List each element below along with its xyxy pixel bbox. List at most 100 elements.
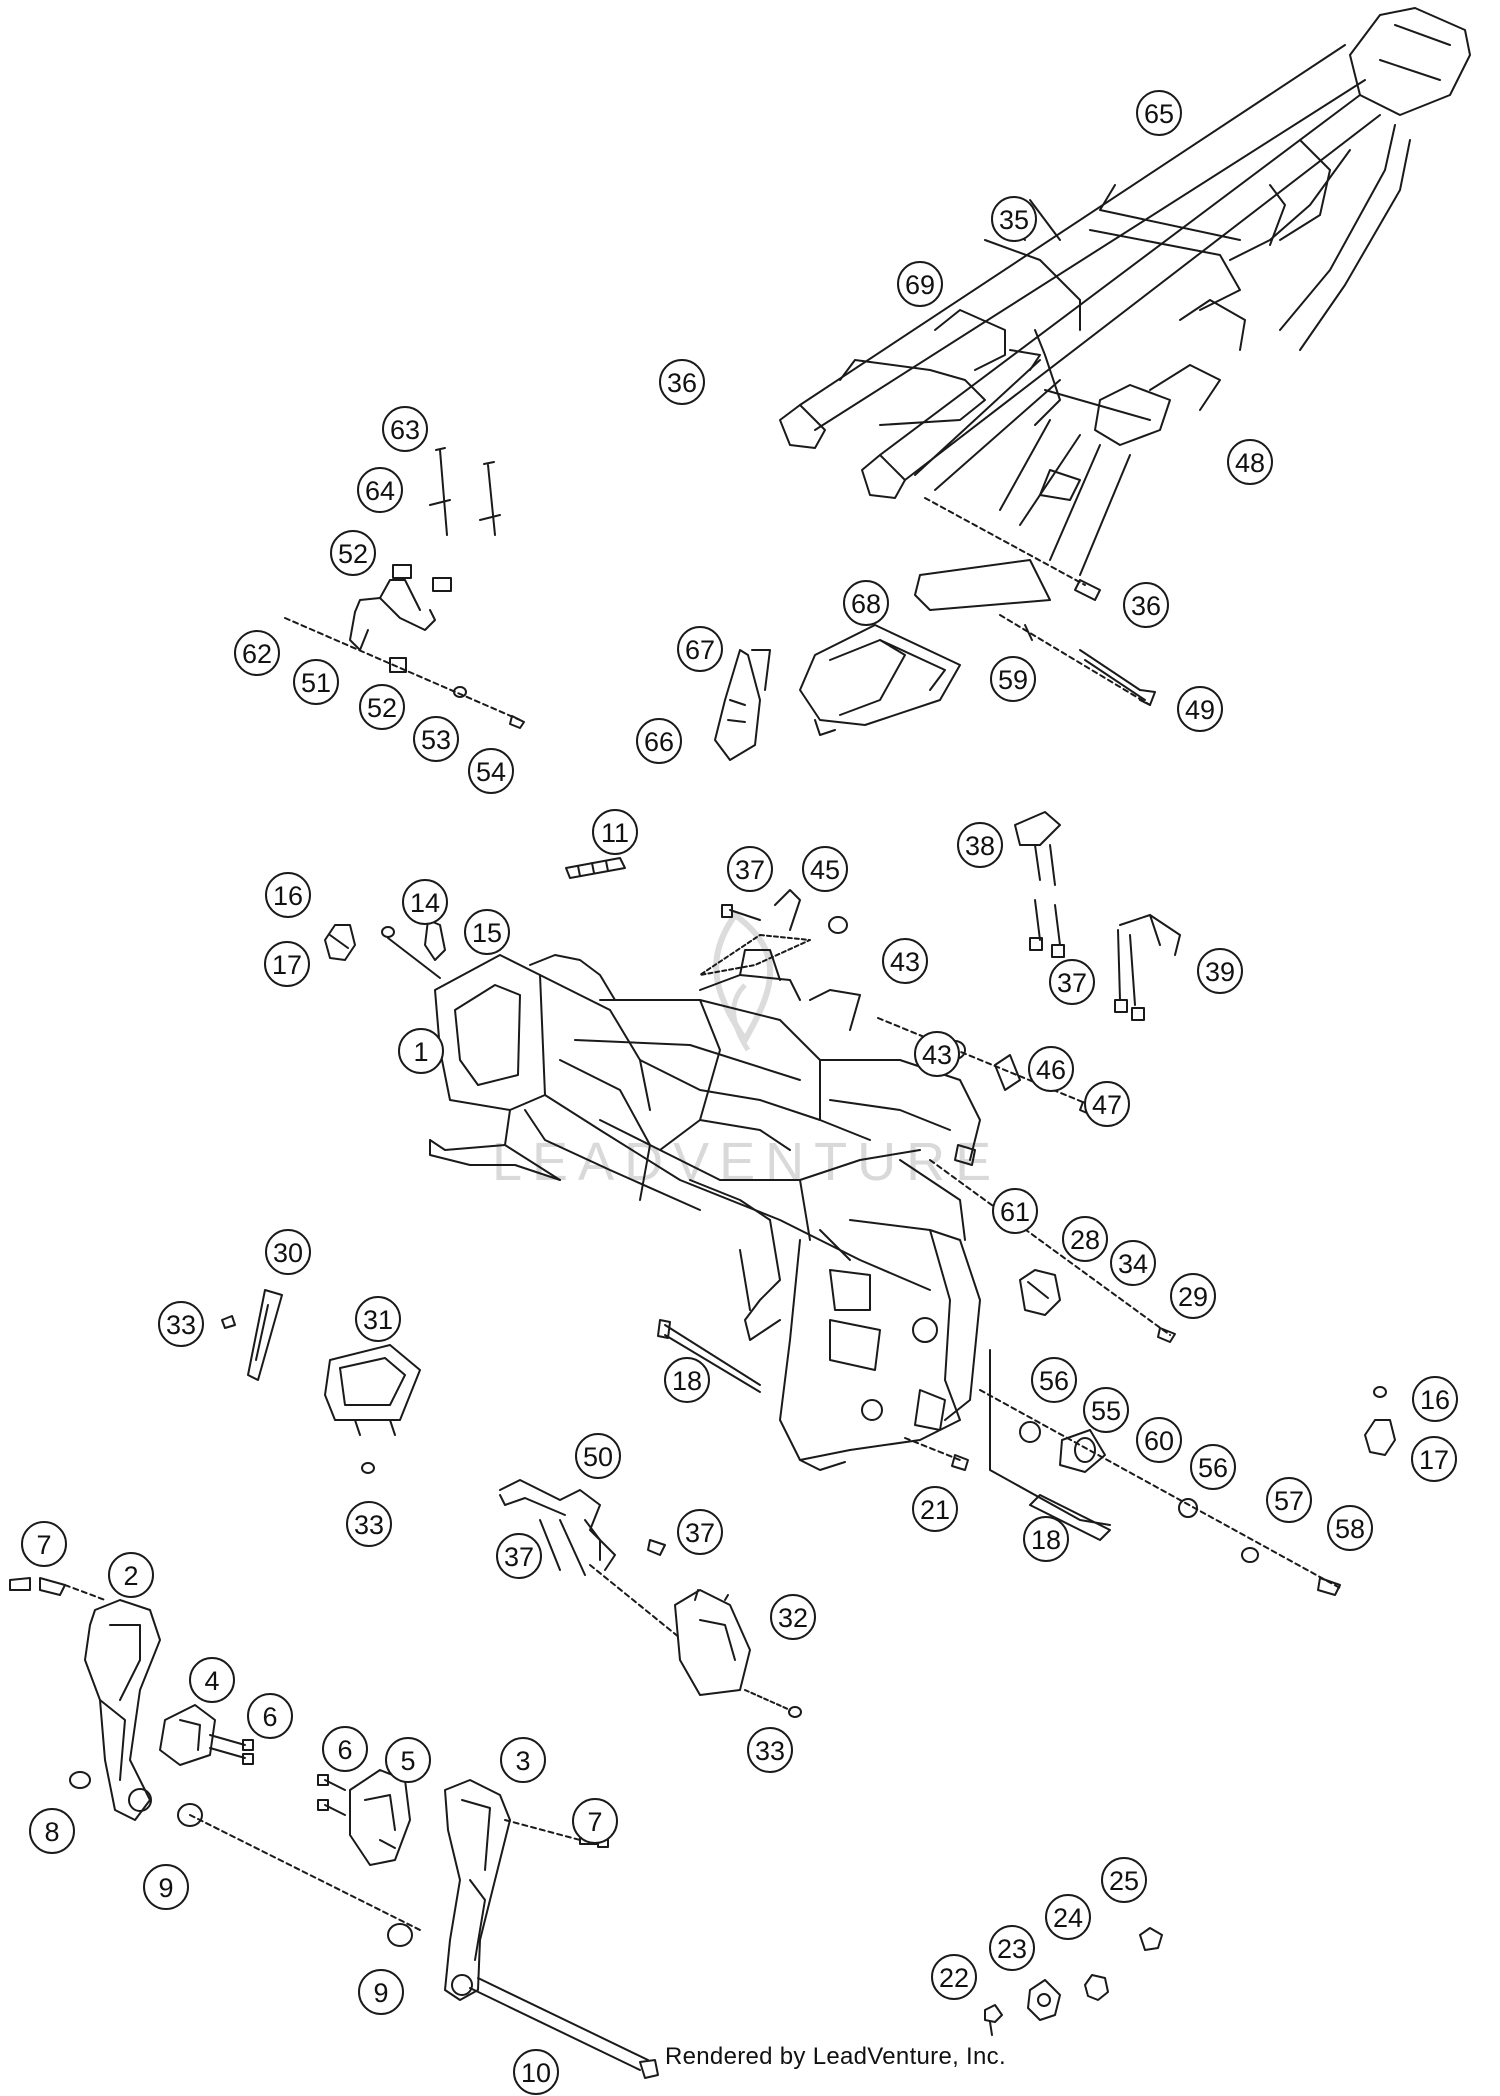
callout-circle <box>770 1594 816 1640</box>
callout-circle <box>265 872 311 918</box>
callout-37: 37 <box>727 846 773 892</box>
callout-label: 52 <box>338 539 368 569</box>
callout-circle <box>1136 1417 1182 1463</box>
callout-label: 50 <box>583 1442 613 1472</box>
callout-15: 15 <box>464 909 510 955</box>
callout-37: 37 <box>1049 959 1095 1005</box>
callout-circle <box>636 718 682 764</box>
callout-59: 59 <box>990 656 1036 702</box>
fasteners-45 <box>700 890 847 975</box>
callout-label: 5 <box>400 1746 415 1776</box>
callout-label: 56 <box>1039 1366 1069 1396</box>
callout-55: 55 <box>1083 1387 1129 1433</box>
callout-47: 47 <box>1084 1081 1130 1127</box>
callout-circle <box>1031 1357 1077 1403</box>
callout-circle <box>496 1533 542 1579</box>
callout-52: 52 <box>330 530 376 576</box>
callout-17: 17 <box>1411 1436 1457 1482</box>
rear-subframe <box>780 8 1470 610</box>
callout-circle <box>931 1954 977 2000</box>
callout-label: 34 <box>1118 1249 1148 1279</box>
callout-6: 6 <box>247 1693 293 1739</box>
callout-circle <box>1062 1216 1108 1262</box>
callout-17: 17 <box>264 941 310 987</box>
callout-45: 45 <box>802 846 848 892</box>
callout-36: 36 <box>1123 582 1169 628</box>
callout-43: 43 <box>882 938 928 984</box>
callout-label: 35 <box>999 205 1029 235</box>
callout-label: 60 <box>1144 1426 1174 1456</box>
callout-label: 9 <box>158 1873 173 1903</box>
callout-circle <box>158 1301 204 1347</box>
callout-62: 62 <box>234 630 280 676</box>
credit-text: Rendered by LeadVenture, Inc. <box>665 2043 1006 2070</box>
callout-label: 33 <box>166 1310 196 1340</box>
callout-22: 22 <box>931 1954 977 2000</box>
bolt-21 <box>905 1438 968 1470</box>
callout-25: 25 <box>1101 1857 1147 1903</box>
callout-circle <box>265 1229 311 1275</box>
callout-circle <box>402 879 448 925</box>
callout-label: 29 <box>1178 1282 1208 1312</box>
callout-3: 3 <box>500 1737 546 1783</box>
callout-36: 36 <box>659 359 705 405</box>
callout-label: 17 <box>272 950 302 980</box>
callout-label: 1 <box>413 1037 428 1067</box>
callout-label: 4 <box>204 1666 219 1696</box>
callout-56: 56 <box>1031 1357 1077 1403</box>
callout-34: 34 <box>1110 1240 1156 1286</box>
callout-label: 7 <box>36 1530 51 1560</box>
callout-label: 22 <box>939 1963 969 1993</box>
callout-circle <box>747 1727 793 1773</box>
callout-label: 3 <box>515 1746 530 1776</box>
callout-circle <box>1049 959 1095 1005</box>
callout-48: 48 <box>1227 439 1273 485</box>
callout-label: 63 <box>390 415 420 445</box>
callout-label: 33 <box>755 1736 785 1766</box>
callout-circle <box>21 1521 67 1567</box>
callout-circle <box>1227 439 1273 485</box>
pin-11 <box>566 858 625 878</box>
callout-label: 36 <box>667 368 697 398</box>
callout-label: 17 <box>1419 1445 1449 1475</box>
callout-7: 7 <box>21 1521 67 1567</box>
callout-circle <box>468 748 514 794</box>
callout-circle <box>413 716 459 762</box>
callout-circle <box>592 809 638 855</box>
callout-circle <box>500 1737 546 1783</box>
cover-30 <box>222 1290 282 1380</box>
callout-circle <box>108 1552 154 1598</box>
bolt-18-upper <box>658 1320 760 1392</box>
clamp-28 <box>930 1145 1175 1342</box>
callout-circle <box>1136 90 1182 136</box>
callout-circle <box>897 261 943 307</box>
callout-circle <box>1101 1857 1147 1903</box>
callout-label: 54 <box>476 757 506 787</box>
bracket-66 <box>715 650 770 760</box>
callout-label: 46 <box>1036 1055 1066 1085</box>
callout-64: 64 <box>357 467 403 513</box>
callout-circle <box>355 1296 401 1342</box>
callout-label: 47 <box>1092 1090 1122 1120</box>
callout-label: 11 <box>601 818 629 848</box>
callout-18: 18 <box>1023 1516 1069 1562</box>
callout-circle <box>189 1657 235 1703</box>
callout-circle <box>1028 1046 1074 1092</box>
callout-circle <box>234 630 280 676</box>
callout-circle <box>1110 1240 1156 1286</box>
callout-61: 61 <box>992 1188 1038 1234</box>
callout-circle <box>29 1808 75 1854</box>
callout-label: 15 <box>472 918 502 948</box>
callout-label: 7 <box>587 1807 602 1837</box>
callout-label: 16 <box>273 881 303 911</box>
callout-63: 63 <box>382 406 428 452</box>
callout-label: 65 <box>1144 99 1174 129</box>
callout-53: 53 <box>413 716 459 762</box>
callout-circle <box>330 530 376 576</box>
callout-label: 52 <box>367 693 397 723</box>
callout-circle <box>1266 1477 1312 1523</box>
callout-38: 38 <box>957 822 1003 868</box>
callout-56: 56 <box>1190 1444 1236 1490</box>
callout-circle <box>247 1693 293 1739</box>
callout-67: 67 <box>677 626 723 672</box>
